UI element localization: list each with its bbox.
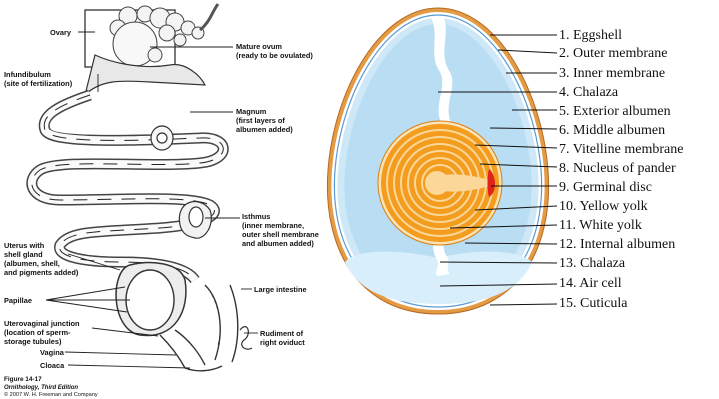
oviduct-tube-inner (32, 95, 223, 280)
oviduct-diagram (32, 4, 252, 371)
label-rudiment: Rudiment of (260, 329, 304, 338)
uterus-egg (126, 270, 174, 330)
egg-label-15: 15. Cuticula (559, 296, 628, 311)
ovary-stalk (200, 4, 218, 30)
label-magnum: Magnum (236, 107, 267, 116)
right-oviduct-rudiment (240, 327, 252, 350)
egg-label-3: 3. Inner membrane (559, 66, 665, 81)
label-isthmus-note-2: outer shell membrane (242, 230, 319, 239)
ovary-follicles (110, 6, 204, 66)
label-ovary: Ovary (50, 28, 72, 37)
label-uterus-note-3: and pigments added) (4, 268, 79, 277)
egg-label-7: 7. Vitelline membrane (559, 142, 683, 157)
label-large-intestine: Large intestine (254, 285, 307, 294)
label-isthmus-note-3: and albumen added) (242, 239, 314, 248)
label-uterovaginal-note-1: (location of sperm- (4, 328, 71, 337)
label-uterus-note-2: (albumen, shell, (4, 259, 60, 268)
egg-label-8: 8. Nucleus of pander (559, 161, 676, 176)
caption-book: Ornithology, Third Edition (4, 385, 78, 391)
egg-label-5: 5. Exterior albumen (559, 104, 671, 119)
label-isthmus-note-1: (inner membrane, (242, 221, 304, 230)
egg-label-4: 4. Chalaza (559, 85, 619, 100)
egg-label-11: 11. White yolk (559, 218, 642, 233)
egg-label-13: 13. Chalaza (559, 256, 626, 271)
label-uterus-note-1: shell gland (4, 250, 43, 259)
figure-caption: Figure 14-17 Ornithology, Third Edition … (4, 376, 98, 398)
large-intestine (205, 285, 238, 362)
egg-label-12: 12. Internal albumen (559, 237, 675, 252)
egg-label-10: 10. Yellow yolk (559, 199, 648, 214)
label-vagina: Vagina (40, 348, 65, 357)
label-cloaca: Cloaca (40, 361, 65, 370)
vagina (160, 330, 205, 368)
caption-copyright: © 2007 W. H. Freeman and Company (4, 391, 98, 398)
cloaca-body (185, 366, 222, 371)
egg-label-14: 14. Air cell (559, 276, 622, 291)
label-mature-ovum-note: (ready to be ovulated) (236, 51, 313, 60)
label-mature-ovum: Mature ovum (236, 42, 282, 51)
label-infundibulum-note: (site of fertilization) (4, 79, 73, 88)
label-uterovaginal: Uterovaginal junction (4, 319, 80, 328)
egg-label-6: 6. Middle albumen (559, 123, 665, 138)
label-papillae: Papillae (4, 296, 32, 305)
egg-label-1: 1. Eggshell (559, 28, 622, 43)
label-infundibulum: Infundibulum (4, 70, 51, 79)
label-magnum-note-1: (first layers of (236, 116, 285, 125)
label-uterus: Uterus with (4, 241, 45, 250)
egg-label-9: 9. Germinal disc (559, 180, 652, 195)
egg-diagram (327, 8, 548, 314)
egg-labels: 1. Eggshell 2. Outer membrane 3. Inner m… (559, 28, 683, 311)
label-magnum-note-2: albumen added) (236, 125, 293, 134)
label-isthmus: Isthmus (242, 212, 270, 221)
caption-figure: Figure 14-17 (4, 376, 42, 383)
label-uterovaginal-note-2: storage tubules) (4, 337, 62, 346)
label-rudiment-note: right oviduct (260, 338, 305, 347)
egg-label-2: 2. Outer membrane (559, 46, 667, 61)
